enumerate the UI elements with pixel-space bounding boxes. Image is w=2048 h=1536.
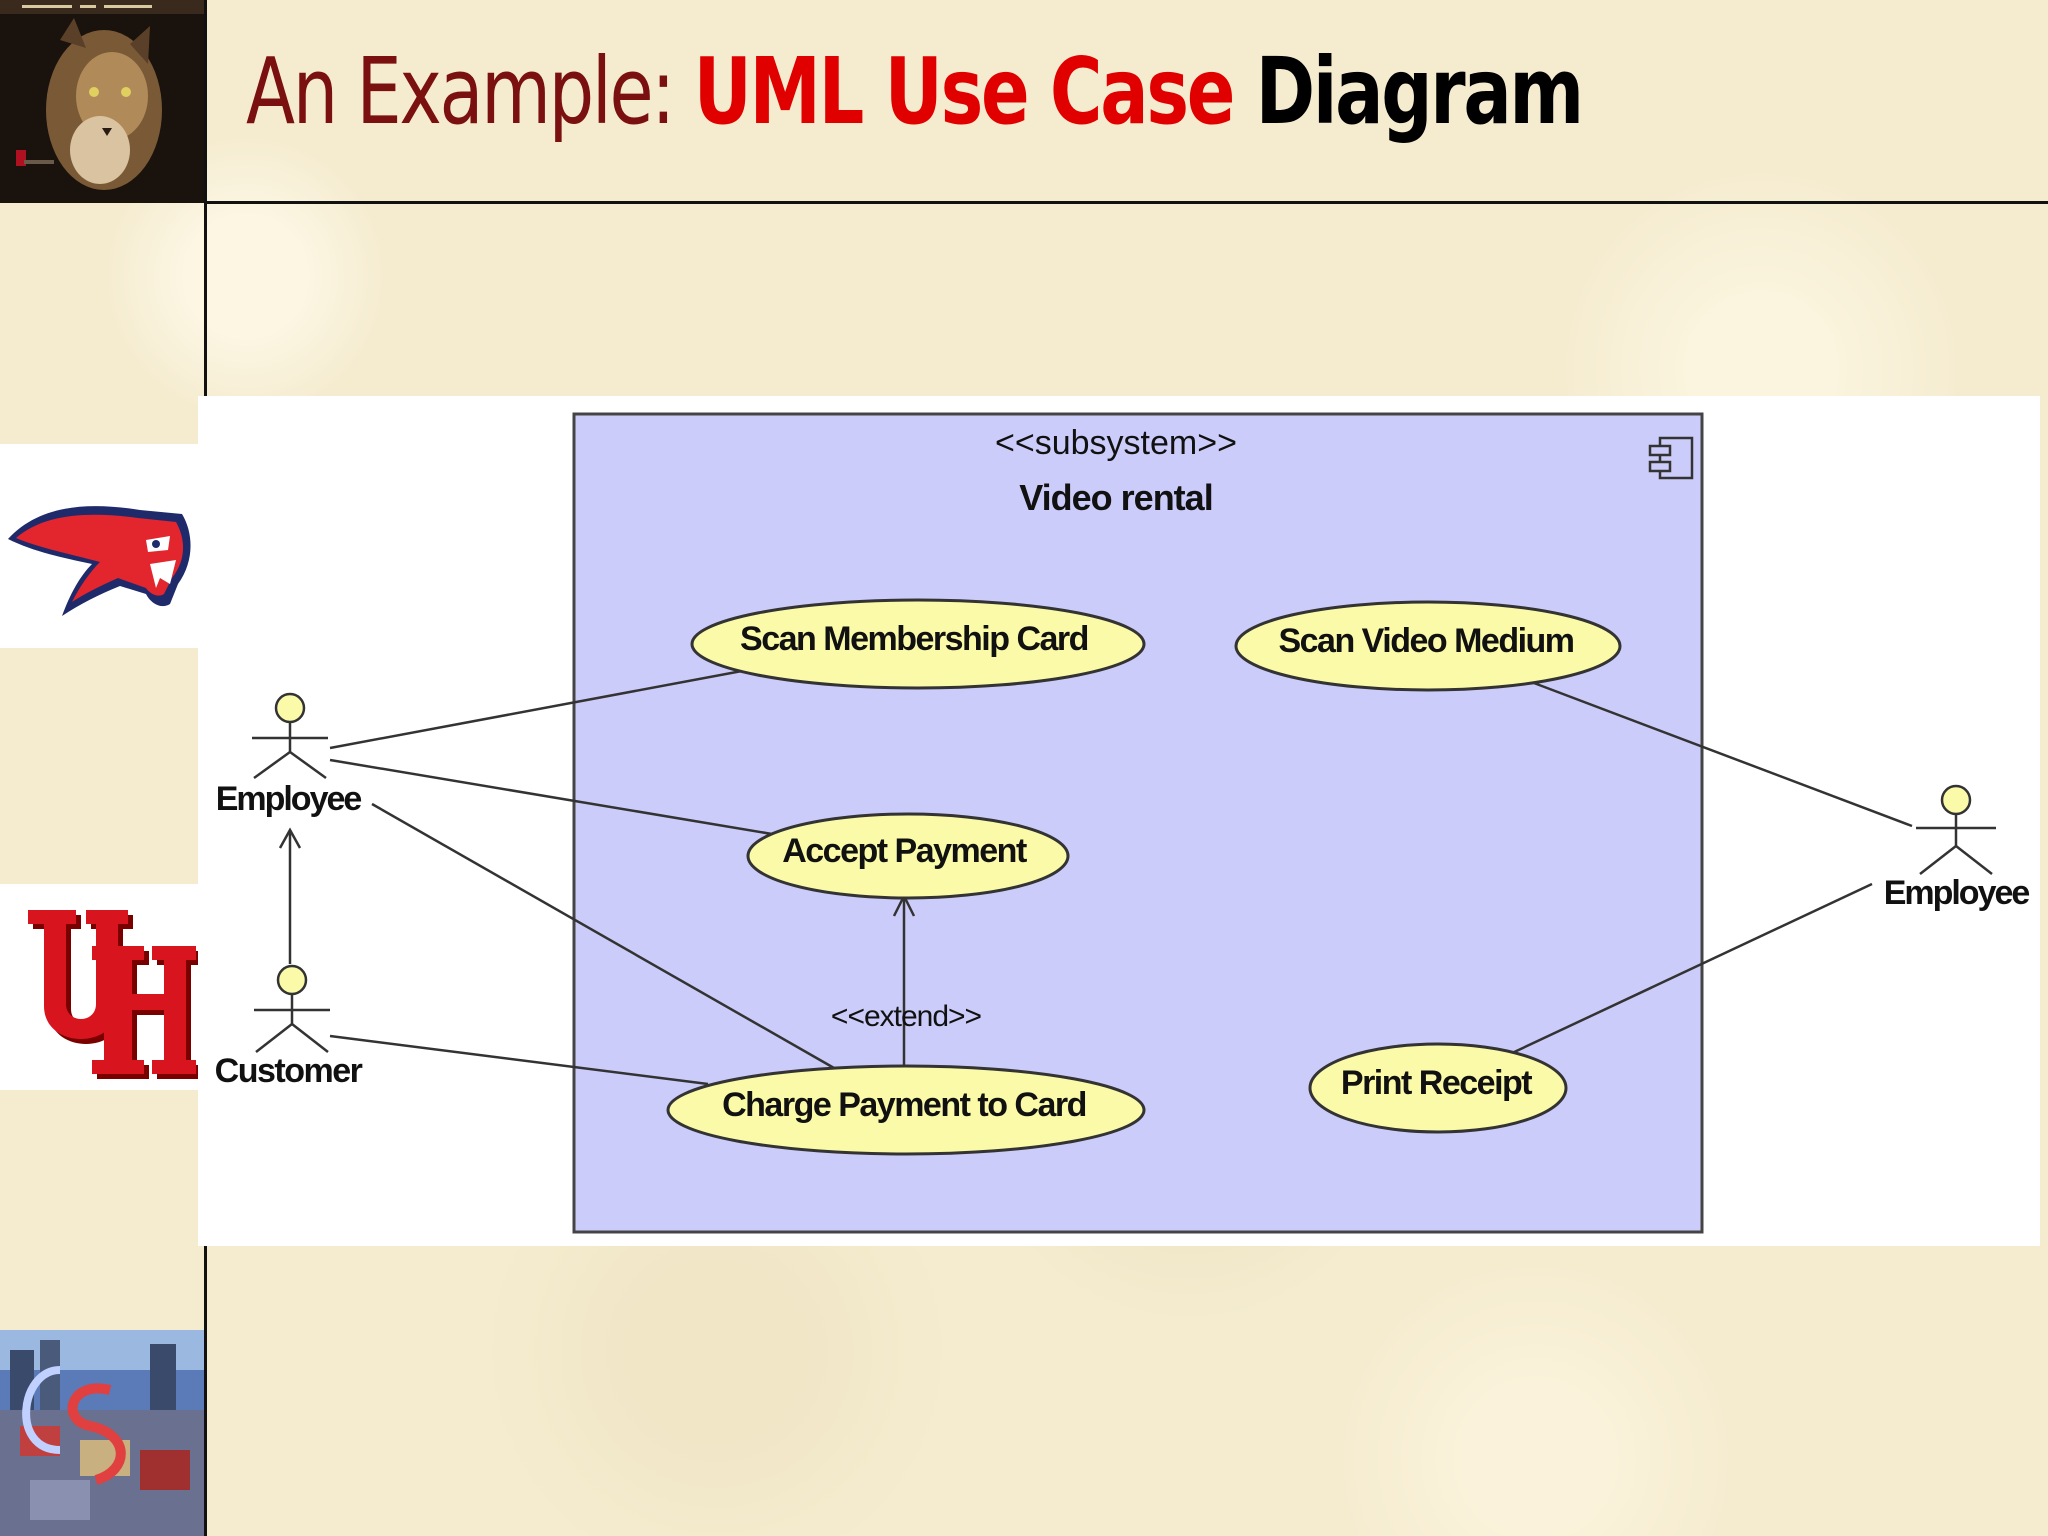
assoc-customer-charge-payment	[329, 1034, 709, 1086]
cougar-photo	[0, 0, 204, 203]
actor-customer	[254, 964, 330, 1053]
actor-employee-right	[1916, 784, 1996, 875]
actor-label-customer: Customer	[215, 1052, 363, 1090]
slide-title-prefix: An Example:	[246, 38, 694, 145]
extend-label: <<extend>>	[831, 1000, 982, 1033]
use-case-label: Accept Payment	[782, 832, 1027, 870]
subsystem-name: Video rental	[1019, 477, 1212, 518]
associations	[329, 666, 1913, 1086]
use-case-label: Scan Membership Card	[740, 620, 1088, 658]
assoc-print-receipt-employee	[1509, 882, 1873, 1056]
slide-title: An Example: UML Use Case Diagram	[246, 38, 1585, 145]
generalization-arrow	[278, 827, 302, 964]
actor-head	[274, 692, 306, 724]
actor-head	[1940, 784, 1972, 816]
cs-collage	[0, 1330, 204, 1536]
slide-title-suffix: Diagram	[1233, 38, 1585, 145]
cougar-logo	[0, 444, 200, 648]
use-case-scan-membership-card: Scan Membership Card	[690, 598, 1146, 690]
actor-label-employee-right: Employee	[1884, 874, 2030, 912]
actor-label-employee-left: Employee	[216, 780, 362, 818]
use-case-label: Charge Payment to Card	[722, 1086, 1086, 1124]
sidebar	[0, 0, 204, 1536]
assoc-employee-charge-payment	[371, 802, 835, 1070]
use-case-charge-payment-to-card: Charge Payment to Card	[666, 1064, 1146, 1156]
uh-logo	[0, 884, 200, 1090]
use-case-print-receipt: Print Receipt	[1308, 1042, 1568, 1134]
use-case-label: Print Receipt	[1341, 1064, 1532, 1102]
title-divider	[204, 201, 2048, 204]
actor-employee-left	[252, 692, 328, 780]
component-icon	[1648, 436, 1694, 480]
subsystem-stereotype: <<subsystem>>	[995, 424, 1237, 462]
assoc-employee-accept-payment	[329, 758, 773, 836]
assoc-employee-scan-membership	[329, 666, 759, 750]
use-case-scan-video-medium: Scan Video Medium	[1234, 600, 1622, 692]
actor-head	[276, 964, 308, 996]
slide-title-highlight: UML Use Case	[693, 38, 1236, 145]
use-case-accept-payment: Accept Payment	[746, 812, 1070, 900]
assoc-scan-video-employee	[1525, 678, 1913, 828]
use-case-label: Scan Video Medium	[1278, 622, 1573, 660]
